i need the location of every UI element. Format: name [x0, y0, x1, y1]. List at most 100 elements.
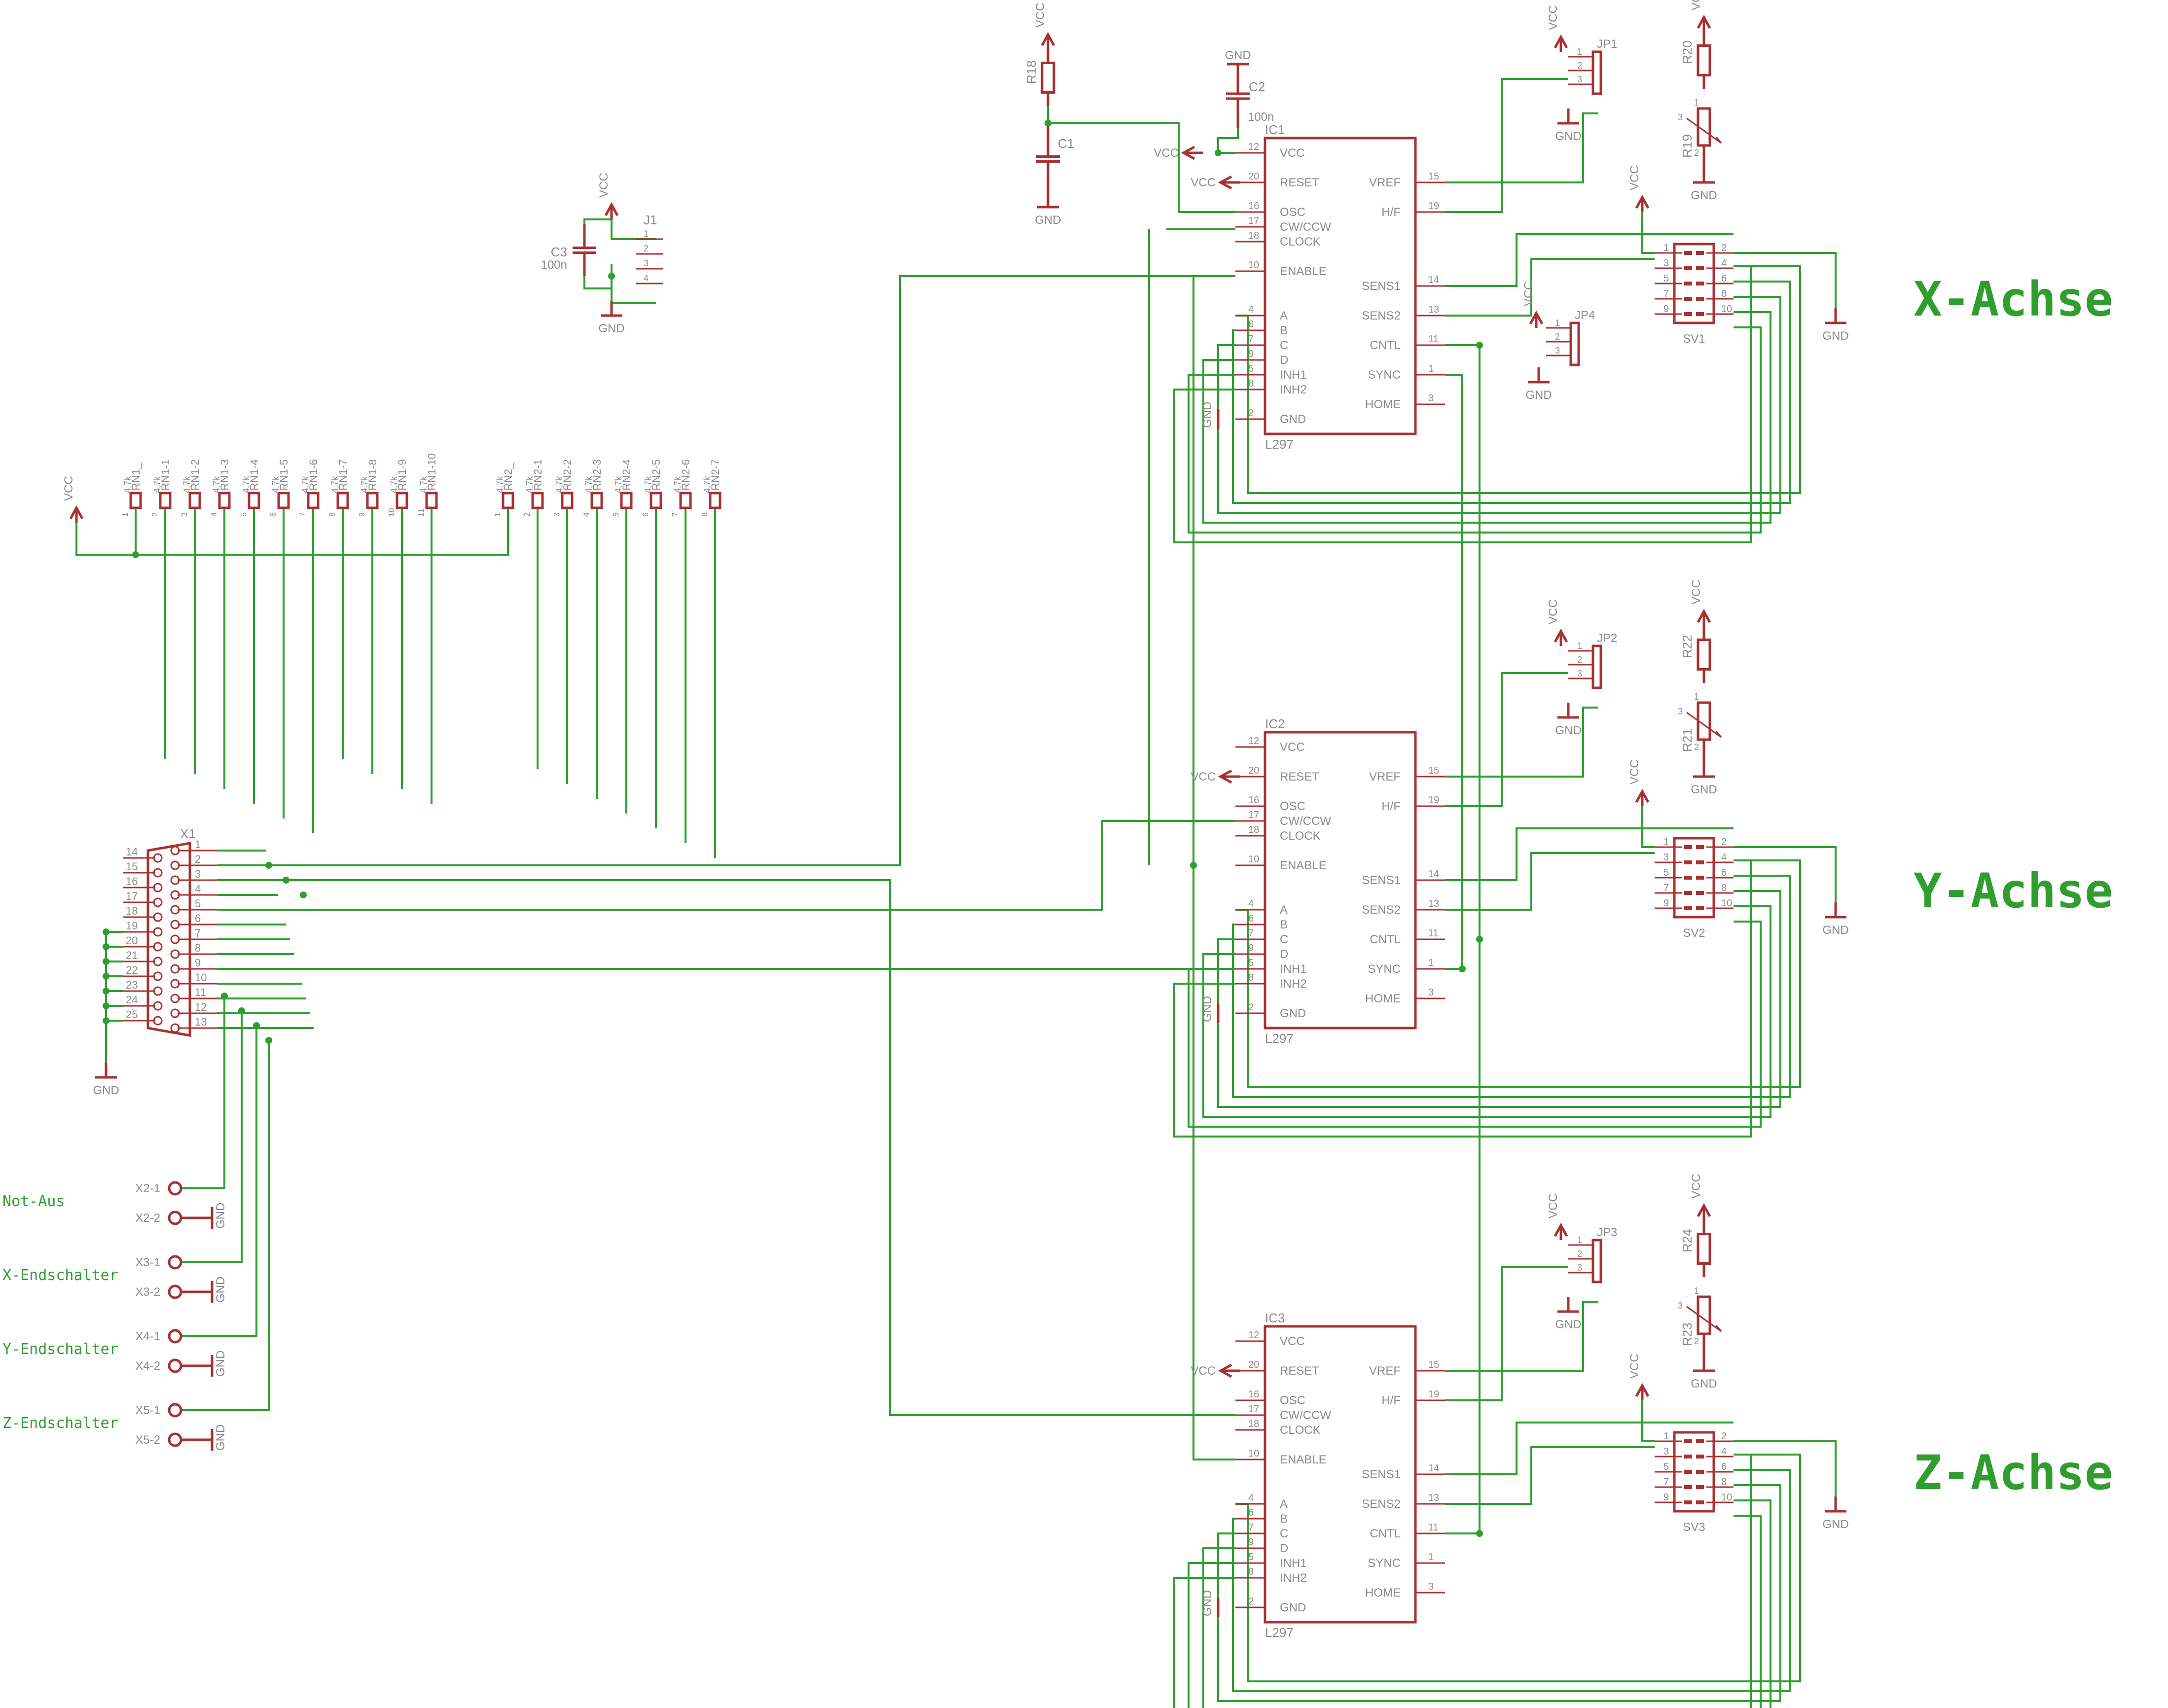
label-z-endschalter: Z-Endschalter	[2, 1415, 118, 1432]
x1-pin-num: 19	[126, 920, 138, 932]
terminal-label: X5-1	[135, 1404, 160, 1417]
vref-wire	[1445, 1301, 1598, 1372]
c3-ref: C3	[551, 245, 567, 259]
ic-pin-num: 20	[1248, 765, 1259, 776]
x1-pin-pad	[153, 971, 163, 981]
ic-pin-name: CW/CCW	[1280, 815, 1331, 828]
jp-pin-num: 2	[1577, 61, 1582, 71]
rn1-resistor	[366, 492, 379, 509]
x1-pin-pad	[153, 897, 163, 907]
x1-pin-pad	[153, 1016, 163, 1026]
rn1-name: RN1_	[130, 463, 142, 491]
sv-pin-num: 10	[1721, 304, 1732, 315]
label-not-aus: Not-Aus	[2, 1193, 65, 1210]
sv-pin-pad	[1684, 1470, 1692, 1474]
ic3-clock-route	[217, 879, 1235, 1416]
rn1-pin-num: 2	[151, 512, 159, 517]
rn1-name: RN1-1	[159, 459, 172, 491]
ic-pin-name: INH1	[1280, 1557, 1307, 1570]
x1-gnd: GND	[93, 1084, 119, 1097]
x1-pin-num: 13	[195, 1016, 207, 1028]
ic-pin-name: VCC	[1280, 1335, 1305, 1348]
ic-pin-name: SYNC	[1368, 368, 1401, 382]
ic-pin-num: 20	[1248, 171, 1259, 182]
rn1-pin-num: 11	[417, 508, 426, 517]
terminal-label: X5-2	[135, 1433, 160, 1447]
label-x-endschalter: X-Endschalter	[2, 1267, 118, 1284]
rn2-resistor	[679, 492, 692, 509]
jp-pin-num: 2	[1555, 332, 1560, 342]
phase-wire	[1173, 265, 1752, 543]
x1-pin-pad	[170, 1023, 180, 1033]
ic-pin-num: 8	[1248, 378, 1254, 389]
ic-ref-3: IC3	[1265, 1311, 1285, 1325]
trim-gnd: GND	[1691, 189, 1717, 202]
sv-pin-num: 5	[1663, 1461, 1669, 1472]
ic-pin-num: 10	[1248, 854, 1259, 865]
ic-pin-name: SENS2	[1362, 309, 1401, 322]
phase-wire	[1217, 890, 1781, 1108]
ic-pin-name: ENABLE	[1280, 859, 1327, 872]
x1-pin-pad	[153, 1001, 163, 1011]
sv-pin-pad	[1696, 876, 1704, 880]
x1-ref: X1	[180, 826, 196, 841]
trim-ref-1: R19	[1680, 134, 1695, 158]
x1-pin-pad	[170, 905, 180, 915]
sv-pin-pad	[1684, 266, 1692, 270]
ic-pin-num: 18	[1248, 824, 1259, 835]
ic-pin-num: 3	[1428, 393, 1434, 404]
sv-pin-num: 3	[1663, 852, 1669, 863]
sv-pin-num: 9	[1663, 898, 1669, 909]
sync-bus	[1445, 374, 1463, 970]
x1-pin-pad	[153, 868, 163, 878]
r18-ref: R18	[1024, 60, 1039, 84]
jp-ref-4: JP4	[1575, 309, 1595, 322]
ic-reset-vcc: VCC	[1191, 770, 1216, 783]
ic-pin-name: INH1	[1280, 962, 1307, 976]
phase-wire	[1217, 296, 1781, 514]
rn2-value: 4,7k	[495, 476, 505, 493]
ic-pin-name: OSC	[1280, 800, 1305, 813]
c1-ref: C1	[1058, 136, 1074, 151]
terminal-gnd: GND	[214, 1351, 227, 1377]
ic-pin-num: 10	[1248, 260, 1259, 271]
c3-top-wire	[583, 218, 612, 224]
ic-pin-num: 8	[1248, 972, 1254, 983]
ic-reset-vcc: VCC	[1191, 176, 1216, 189]
phase-wire	[1235, 265, 1801, 494]
c2-wire	[1217, 128, 1239, 154]
ic-pin-num: 3	[1428, 1581, 1434, 1592]
ic-pin-name: H/F	[1381, 800, 1401, 813]
trim-pin-num: 2	[1694, 1336, 1699, 1346]
x1-pin-num: 11	[195, 986, 206, 998]
x1-pin-pad	[153, 986, 163, 996]
series-ref-2: R22	[1680, 635, 1695, 658]
sv-pin-pad	[1696, 1500, 1704, 1504]
x1-pin-num: 14	[126, 846, 138, 858]
ic-pin-name: SYNC	[1368, 962, 1401, 976]
phase-wire	[1232, 281, 1791, 504]
x1-pin-pad	[170, 846, 180, 855]
ic-pin-num: 19	[1428, 201, 1439, 212]
rn1-value: 4,7k	[419, 476, 429, 493]
sv-pin-num: 3	[1663, 258, 1669, 269]
ic-pin-name: CLOCK	[1280, 1423, 1321, 1437]
osc-wire	[1048, 122, 1235, 213]
terminal-pad	[168, 1255, 182, 1270]
sv-pin-num: 4	[1721, 1446, 1727, 1457]
ic-ref-2: IC2	[1265, 716, 1285, 731]
rn2-name: RN2-3	[591, 459, 603, 491]
ic-pin-name: OSC	[1280, 1394, 1305, 1407]
sv-pin-pad	[1696, 1485, 1704, 1489]
ic-pin-num: 13	[1428, 898, 1439, 909]
sv-pin-num: 5	[1663, 867, 1669, 878]
ic-pin-num: 13	[1428, 304, 1439, 315]
cntl-bus	[1445, 344, 1481, 1534]
rn1-pin-num: 3	[181, 512, 189, 517]
ic-pin-name: HOME	[1365, 398, 1401, 411]
sv-pin-pad	[1684, 860, 1692, 864]
rn1-resistor	[307, 492, 320, 509]
sv-vcc: VCC	[1628, 1353, 1641, 1379]
terminal-gnd: GND	[214, 1424, 227, 1451]
rn1-resistor	[336, 492, 349, 509]
